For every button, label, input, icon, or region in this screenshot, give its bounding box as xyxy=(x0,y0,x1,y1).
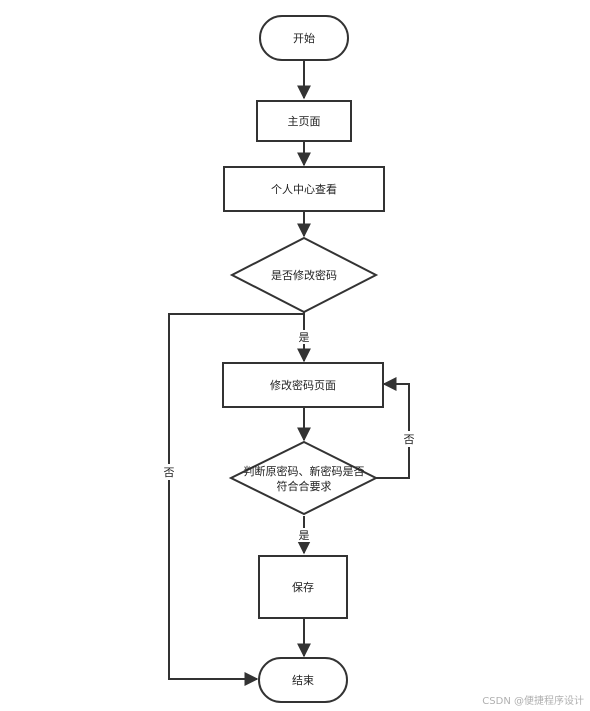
edge-label-yes-2: 是 xyxy=(299,529,310,542)
main-page-label: 主页面 xyxy=(288,115,321,128)
edge-label-no-1: 否 xyxy=(164,466,175,479)
change-password-decision xyxy=(229,236,379,314)
edge-label-bg xyxy=(160,464,178,480)
personal-center-label: 个人中心查看 xyxy=(271,182,337,196)
arrow-decision-no xyxy=(168,313,304,686)
start-label: 开始 xyxy=(293,31,315,45)
end-label: 结束 xyxy=(292,674,314,687)
change-password-page-label: 修改密码页面 xyxy=(270,378,336,392)
change-password-decision-label: 是否修改密码 xyxy=(271,268,337,282)
change-password-page-box xyxy=(222,362,384,408)
end-terminator xyxy=(258,657,348,703)
watermark: CSDN @便捷程序设计 xyxy=(482,696,584,707)
validate-password-decision xyxy=(228,440,379,516)
edge-label-bg xyxy=(295,528,313,542)
main-page-box xyxy=(256,100,352,142)
save-box xyxy=(258,555,348,619)
save-label: 保存 xyxy=(292,580,314,594)
edge-label-no-2: 否 xyxy=(404,433,415,446)
validate-label-line1: 判断原密码、新密码是否 xyxy=(244,464,365,478)
start-terminator xyxy=(259,15,349,61)
edge-label-bg xyxy=(400,431,418,447)
validate-label-line2: 符合合要求 xyxy=(277,479,332,493)
edge-label-bg xyxy=(295,330,313,344)
edge-label-yes-1: 是 xyxy=(299,331,310,344)
personal-center-box xyxy=(223,166,385,212)
